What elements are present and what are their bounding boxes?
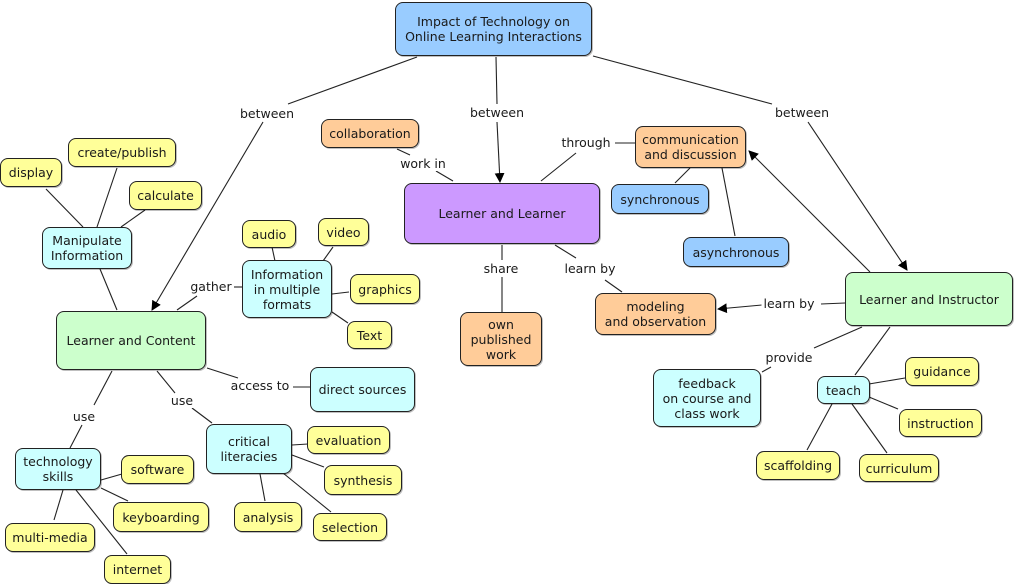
- edge: [540, 152, 577, 182]
- edge: [868, 396, 899, 410]
- curriculum-node[interactable]: curriculum: [859, 454, 939, 482]
- link-label-share: share: [481, 261, 521, 276]
- edge: [813, 326, 863, 349]
- synthesis-node[interactable]: synthesis: [324, 465, 402, 495]
- edge: [291, 443, 309, 446]
- edge: [721, 167, 736, 237]
- learner-and-learner-node[interactable]: Learner and Learner: [404, 183, 600, 244]
- edge: [271, 246, 276, 262]
- keyboarding-node[interactable]: keyboarding: [113, 502, 209, 532]
- edge: [868, 377, 906, 385]
- edge: [93, 370, 113, 406]
- link-label-use: use: [70, 409, 98, 424]
- critical-literacies-node[interactable]: critical literacies: [206, 424, 292, 474]
- edge: [554, 244, 577, 259]
- edge: [259, 473, 266, 502]
- edge: [96, 167, 118, 228]
- information-formats-node[interactable]: Information in multiple formats: [242, 260, 332, 318]
- edge: [322, 246, 334, 262]
- create-publish-node[interactable]: create/publish: [68, 138, 176, 167]
- edge: [45, 188, 84, 228]
- graphics-node[interactable]: graphics: [350, 274, 420, 304]
- edge: [331, 311, 349, 324]
- link-label-learn-by: learn by: [562, 261, 618, 276]
- audio-node[interactable]: audio: [242, 220, 296, 248]
- link-label-learn-by: learn by: [761, 296, 817, 311]
- display-node[interactable]: display: [0, 158, 62, 187]
- link-label-between: between: [772, 105, 832, 120]
- edge: [807, 121, 908, 271]
- link-label-between: between: [467, 105, 527, 120]
- edge: [287, 56, 418, 105]
- edge: [494, 121, 505, 183]
- link-label-between: between: [237, 106, 297, 121]
- own-published-work-node[interactable]: own published work: [460, 312, 542, 366]
- root-concept-node[interactable]: Impact of Technology on Online Learning …: [395, 2, 592, 56]
- learner-and-instructor-node[interactable]: Learner and Instructor: [845, 272, 1013, 326]
- synchronous-node[interactable]: synchronous: [611, 184, 709, 214]
- link-label-through: through: [559, 135, 613, 150]
- multi-media-node[interactable]: multi-media: [5, 523, 95, 552]
- edge: [761, 366, 772, 373]
- analysis-node[interactable]: analysis: [234, 502, 302, 532]
- collaboration-node[interactable]: collaboration: [321, 119, 419, 148]
- edge: [120, 209, 146, 228]
- edge: [820, 302, 846, 305]
- edge: [99, 268, 118, 311]
- edge: [191, 407, 213, 424]
- edge: [151, 121, 264, 311]
- edge: [806, 403, 833, 451]
- link-label-use: use: [168, 393, 196, 408]
- manipulate-information-node[interactable]: Manipulate Information: [42, 227, 132, 269]
- edge: [100, 487, 129, 502]
- edge: [291, 454, 325, 468]
- edge: [604, 279, 623, 293]
- edge: [674, 167, 691, 184]
- link-label-work-in: work in: [398, 156, 448, 171]
- communication-discussion-node[interactable]: communication and discussion: [635, 126, 746, 168]
- link-label-gather: gather: [188, 279, 234, 294]
- edge: [396, 148, 411, 156]
- text-node[interactable]: Text: [347, 321, 392, 349]
- link-label-provide: provide: [763, 350, 815, 365]
- edge: [176, 295, 198, 311]
- edge: [100, 473, 123, 481]
- technology-skills-node[interactable]: technology skills: [15, 448, 101, 490]
- edge: [75, 489, 128, 555]
- calculate-node[interactable]: calculate: [129, 181, 202, 210]
- edge: [717, 303, 763, 314]
- guidance-node[interactable]: guidance: [905, 357, 979, 386]
- evaluation-node[interactable]: evaluation: [307, 426, 390, 454]
- instruction-node[interactable]: instruction: [899, 409, 982, 437]
- selection-node[interactable]: selection: [313, 513, 387, 541]
- edge: [435, 170, 454, 182]
- scaffolding-node[interactable]: scaffolding: [756, 451, 840, 480]
- edge: [282, 472, 332, 513]
- direct-sources-node[interactable]: direct sources: [310, 367, 415, 412]
- edge: [331, 291, 350, 295]
- modeling-observation-node[interactable]: modeling and observation: [595, 293, 716, 335]
- video-node[interactable]: video: [318, 218, 369, 246]
- edge: [53, 489, 64, 521]
- edge: [592, 55, 773, 105]
- internet-node[interactable]: internet: [104, 555, 171, 584]
- edge: [851, 403, 888, 454]
- edge: [156, 370, 176, 394]
- asynchronous-node[interactable]: asynchronous: [683, 237, 789, 267]
- edge: [495, 56, 498, 105]
- teach-node[interactable]: teach: [817, 376, 870, 404]
- edge: [206, 367, 239, 379]
- feedback-node[interactable]: feedback on course and class work: [653, 369, 761, 427]
- link-label-access-to: access to: [228, 378, 292, 393]
- edge: [854, 326, 891, 376]
- software-node[interactable]: software: [121, 455, 194, 484]
- edge: [69, 424, 83, 449]
- learner-and-content-node[interactable]: Learner and Content: [56, 311, 206, 370]
- edge: [748, 150, 871, 273]
